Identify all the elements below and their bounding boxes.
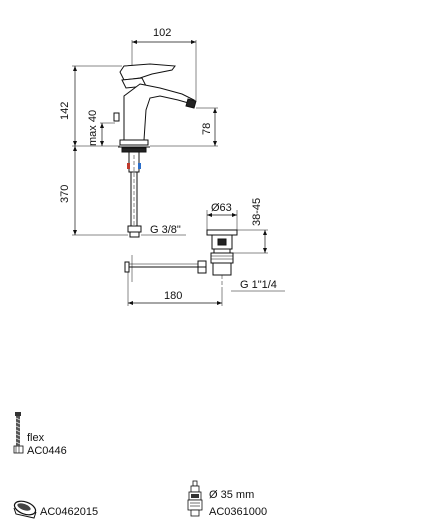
label-spout-height: 78: [201, 123, 213, 135]
aerator-icon: [13, 500, 37, 519]
dim-width-top: [131, 40, 197, 100]
flex-code: AC0446: [27, 445, 67, 457]
dim-height-total: [72, 65, 122, 147]
label-drain-diameter: Ø63: [211, 202, 232, 214]
aerator-code: AC0462015: [40, 506, 98, 518]
label-thread-inlet: G 3/8": [150, 224, 181, 236]
dim-rod-length: [127, 272, 223, 306]
label-hose-length: 370: [59, 185, 71, 203]
dim-hose-length: [72, 146, 128, 236]
dim-spout-height: [150, 107, 218, 147]
label-rod-length: 180: [164, 290, 182, 302]
label-drain-thread: G 1"1/4: [240, 279, 277, 291]
dim-max-height: [100, 122, 115, 146]
dim-drain-diameter: [206, 210, 238, 230]
drain-assembly: [124, 229, 238, 290]
cartridge-icon: [187, 480, 203, 517]
faucet-body: [113, 63, 197, 238]
dim-drain-range: [233, 229, 268, 254]
flex-hose-icon: [13, 412, 24, 454]
label-drain-range: 38-45: [251, 198, 263, 226]
flex-label: flex: [27, 432, 45, 444]
label-height-total: 142: [59, 102, 71, 120]
label-max-height: max 40: [87, 110, 99, 146]
cartridge-code: AC0361000: [209, 506, 267, 518]
label-width-top: 102: [153, 27, 171, 39]
cartridge-desc: Ø 35 mm: [209, 489, 254, 501]
